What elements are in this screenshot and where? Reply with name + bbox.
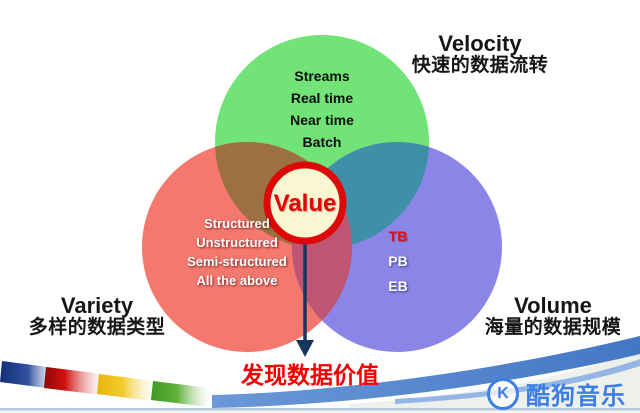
velocity-title: Velocity (438, 31, 522, 56)
velocity-item: Streams (294, 68, 350, 84)
variety-label: Variety 多样的数据类型 (12, 294, 182, 339)
footer-gray-wedge (350, 349, 640, 413)
value-callout: 发现数据价值 (241, 362, 379, 388)
overlap-velocity-volume (292, 142, 429, 249)
ribbon-bar-yellow (97, 374, 155, 401)
footer-baseline (0, 410, 640, 413)
variety-subtitle: 多样的数据类型 (28, 317, 166, 338)
volume-items: TB PB EB (353, 224, 443, 299)
volume-subtitle: 海量的数据规模 (484, 317, 622, 338)
velocity-label: Velocity 快速的数据流转 (400, 32, 560, 77)
kugou-logo-text: 酷狗音乐 (526, 383, 626, 410)
footer-swoosh-band (212, 336, 640, 408)
value-badge (263, 161, 347, 245)
ribbon-bar-green (151, 381, 210, 407)
value-arrow-head (296, 340, 314, 357)
velocity-subtitle: 快速的数据流转 (411, 55, 549, 76)
volume-item: EB (388, 278, 408, 294)
volume-item: PB (388, 253, 408, 269)
ribbon-bar-blue (0, 361, 56, 389)
velocity-items: Streams Real time Near time Batch (247, 65, 397, 153)
variety-item: Unstructured (196, 235, 278, 250)
volume-label: Volume 海量的数据规模 (468, 294, 638, 339)
kugou-k-icon: K (487, 377, 519, 410)
variety-item: Structured (204, 216, 270, 231)
variety-items: Structured Unstructured Semi-structured … (157, 214, 317, 290)
velocity-item: Batch (302, 134, 342, 150)
variety-item: All the above (196, 273, 278, 288)
ribbon-bar-red (44, 367, 103, 395)
kugou-logo: K 酷狗音乐 (487, 376, 626, 411)
volume-item-tb: TB (388, 228, 408, 244)
footer-hairline (0, 408, 640, 411)
volume-title: Volume (514, 293, 592, 318)
variety-item: Semi-structured (187, 254, 287, 269)
footer-streak-light (395, 359, 640, 404)
value-label: Value (273, 190, 337, 217)
variety-title: Variety (60, 293, 134, 318)
velocity-item: Real time (290, 90, 354, 106)
velocity-item: Near time (290, 112, 354, 128)
